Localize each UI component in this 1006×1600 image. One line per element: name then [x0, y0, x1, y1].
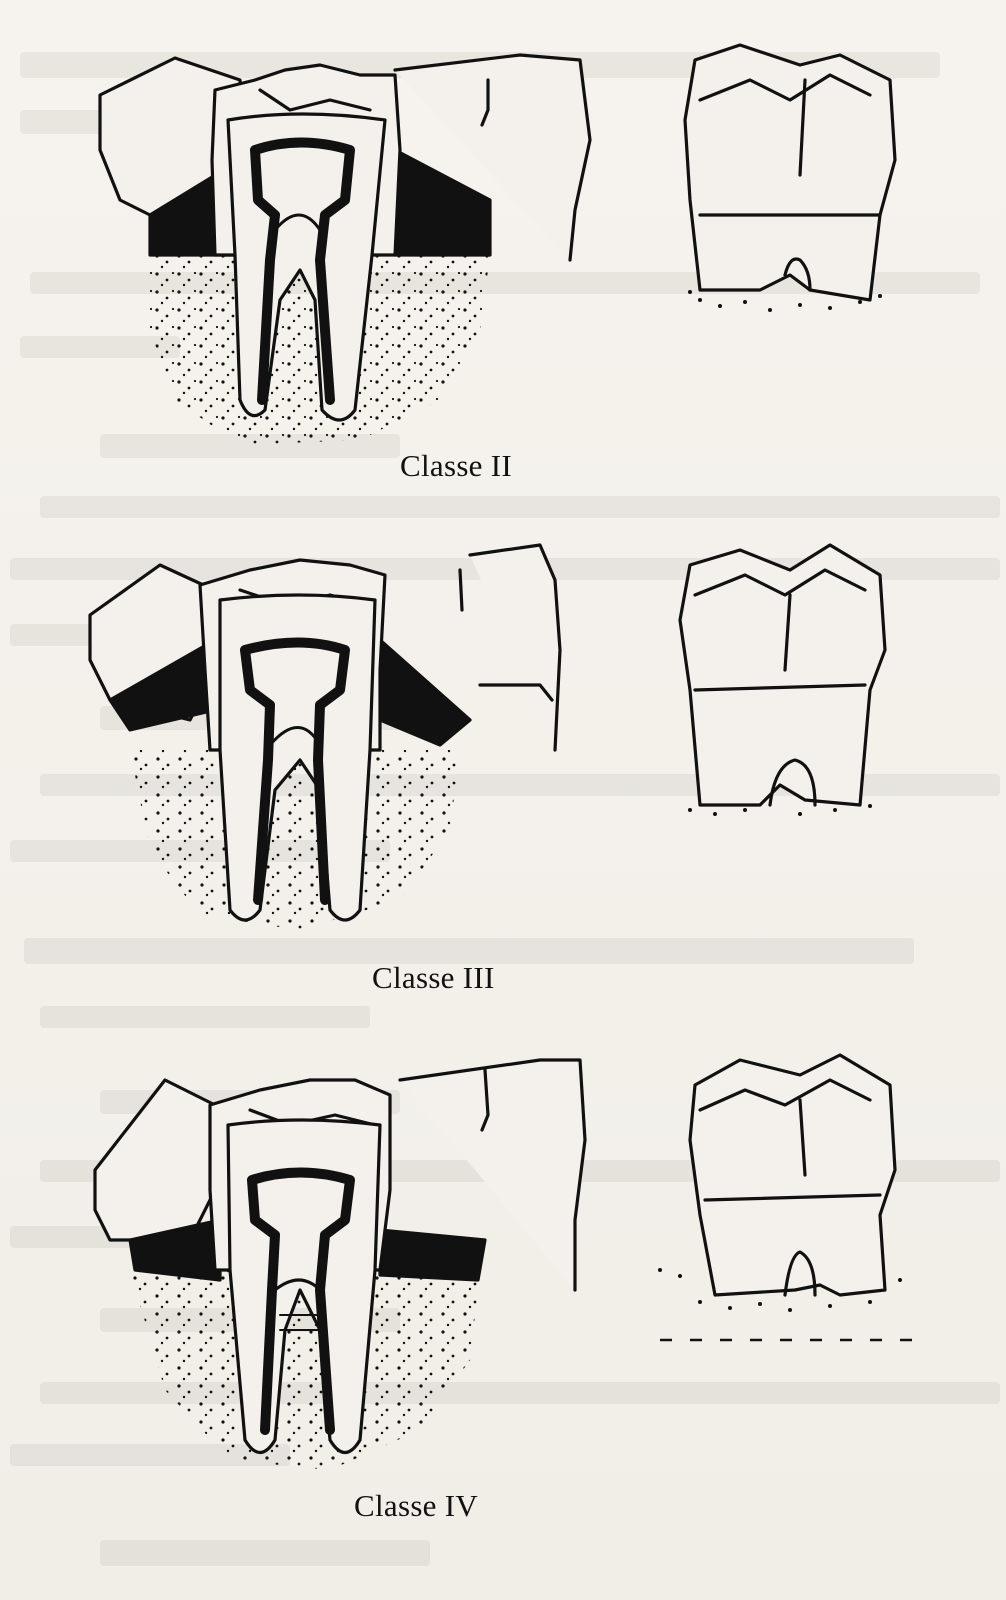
figure-classe-3: Classe III: [0, 520, 1006, 1000]
tooth-diagram-classe-2: [98, 43, 897, 445]
figure-classe-2: Classe II: [0, 0, 1006, 500]
caption-classe-4: Classe IV: [354, 1488, 479, 1523]
caption-classe-2: Classe II: [400, 448, 513, 483]
bone-dots-isolated-molar: [688, 290, 882, 312]
tooth-diagram-classe-4: [93, 1053, 912, 1470]
caption-classe-3: Classe III: [372, 960, 495, 995]
figure-classe-4: Classe IV: [0, 1040, 1006, 1600]
tooth-diagram-classe-3: [88, 543, 887, 930]
